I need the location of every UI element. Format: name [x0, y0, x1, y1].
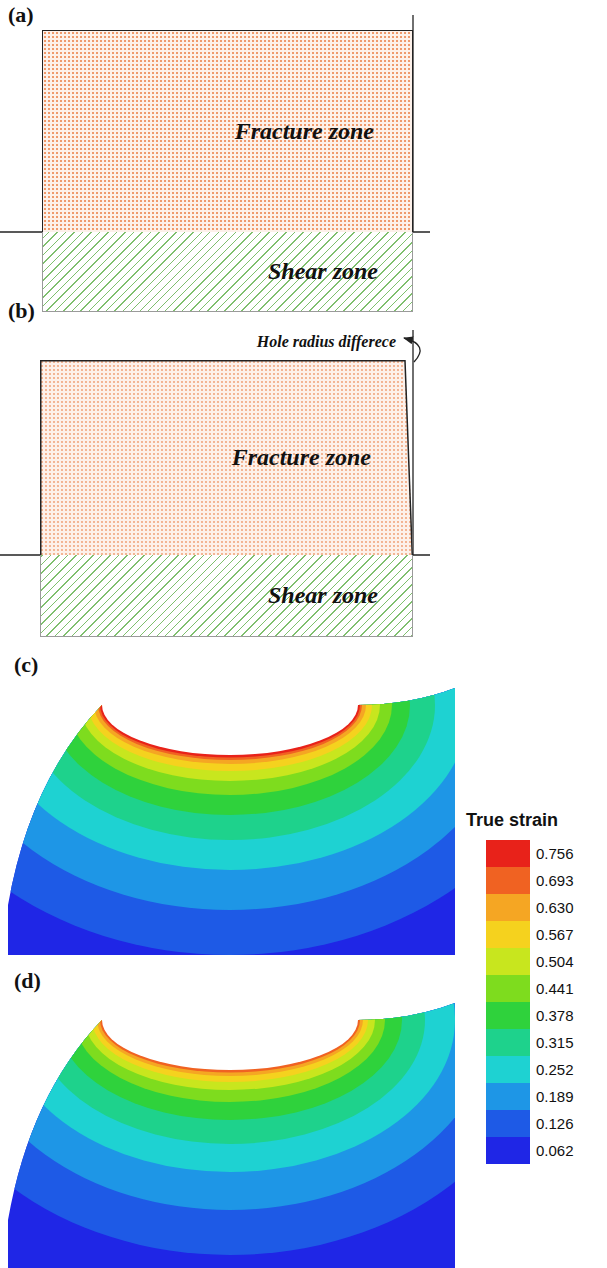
legend-swatch	[486, 1137, 530, 1164]
legend-value: 0.441	[536, 980, 574, 997]
leader-arrow	[404, 338, 420, 362]
legend-value: 0.252	[536, 1061, 574, 1078]
panel-label: (a)	[8, 2, 34, 28]
legend-swatch	[486, 1029, 530, 1056]
legend-value: 0.504	[536, 953, 574, 970]
legend-row: 0.252	[486, 1056, 574, 1083]
legend-row: 0.567	[486, 921, 574, 948]
legend-value: 0.693	[536, 872, 574, 889]
legend-row: 0.378	[486, 1002, 574, 1029]
legend-value: 0.567	[536, 926, 574, 943]
zone-label: Fracture zone	[232, 444, 371, 471]
legend-title: True strain	[466, 810, 558, 831]
fracture-zone-box: Fracture zone	[40, 360, 413, 555]
legend-swatch	[486, 921, 530, 948]
axis-line	[412, 330, 413, 555]
legend-value: 0.630	[536, 899, 574, 916]
legend-row: 0.504	[486, 948, 574, 975]
fracture-zone-box: Fracture zone	[42, 30, 413, 232]
legend-row: 0.189	[486, 1083, 574, 1110]
legend-value: 0.062	[536, 1142, 574, 1159]
legend-row: 0.062	[486, 1137, 574, 1164]
legend-swatch	[486, 1056, 530, 1083]
legend-value: 0.315	[536, 1034, 574, 1051]
legend-value: 0.126	[536, 1115, 574, 1132]
legend-value: 0.756	[536, 845, 574, 862]
zone-label: Shear zone	[268, 258, 378, 285]
zone-label: Fracture zone	[235, 118, 374, 145]
legend-row: 0.441	[486, 975, 574, 1002]
legend-swatch	[486, 867, 530, 894]
legend-swatch	[486, 1110, 530, 1137]
legend-value: 0.189	[536, 1088, 574, 1105]
color-legend: 0.756 0.693 0.630 0.567 0.504 0.441 0.378 0.315…	[486, 840, 574, 1164]
panel-label: (b)	[8, 298, 35, 324]
panel-label: (d)	[14, 968, 41, 994]
legend-row: 0.756	[486, 840, 574, 867]
legend-row: 0.630	[486, 894, 574, 921]
legend-swatch	[486, 894, 530, 921]
legend-swatch	[486, 948, 530, 975]
panel-label: (c)	[14, 652, 38, 678]
legend-swatch	[486, 840, 530, 867]
annotation: Hole radius differece	[257, 333, 396, 351]
strain-plot	[0, 785, 540, 1268]
legend-swatch	[486, 975, 530, 1002]
zone-label: Shear zone	[268, 582, 378, 609]
legend-row: 0.693	[486, 867, 574, 894]
legend-row: 0.315	[486, 1029, 574, 1056]
legend-swatch	[486, 1002, 530, 1029]
legend-value: 0.378	[536, 1007, 574, 1024]
legend-row: 0.126	[486, 1110, 574, 1137]
shear-zone-box: Shear zone	[42, 232, 413, 312]
shear-zone-box: Shear zone	[40, 555, 413, 637]
legend-swatch	[486, 1083, 530, 1110]
